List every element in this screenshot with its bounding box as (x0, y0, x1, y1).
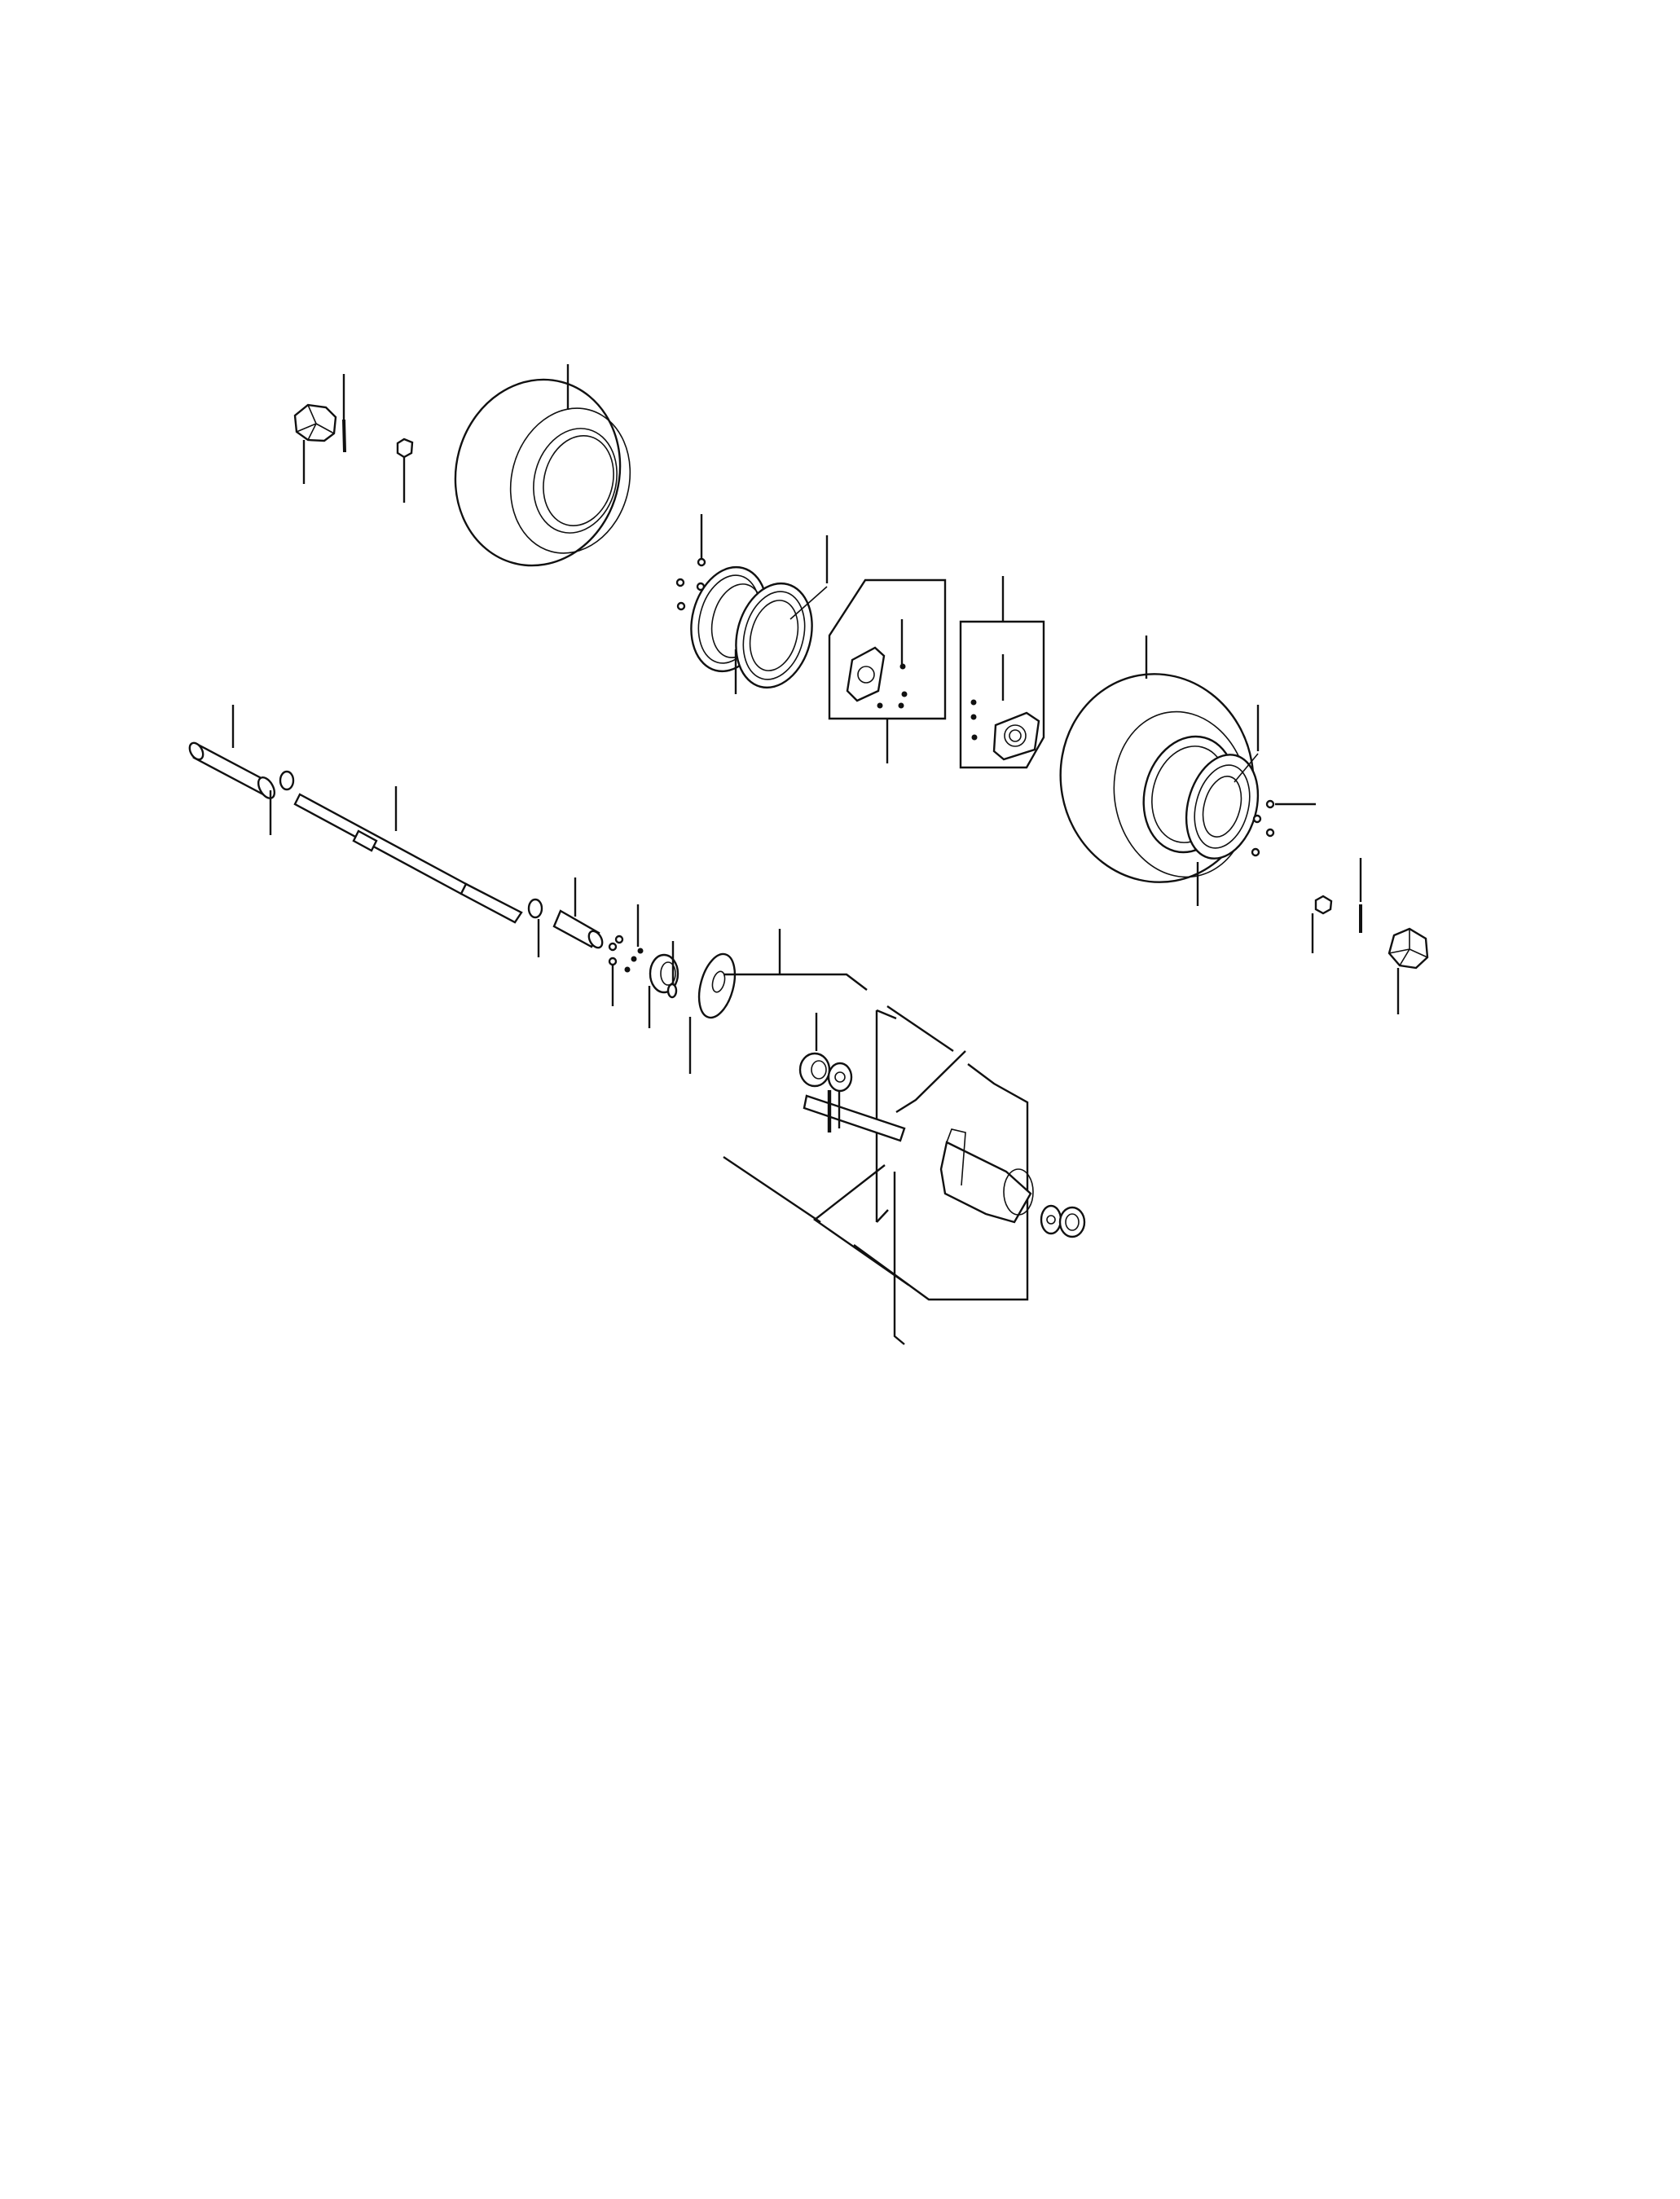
lug-nut-right-icon (1314, 895, 1333, 915)
bearing-left-icon (827, 1062, 853, 1093)
housing-kit-box (723, 973, 1029, 1301)
wheel-rim-left-icon (690, 565, 813, 689)
valve-stem-icon (789, 586, 828, 620)
cotter-pin-icon (342, 419, 346, 453)
sprocket-hub-icon (649, 953, 679, 994)
bearing-right-icon (1040, 1204, 1062, 1235)
axle-nut-icon (293, 403, 337, 442)
washer-icon (279, 770, 295, 791)
wheel-nuts-right-icon (1251, 799, 1275, 857)
wheel-hub-right-icon (970, 699, 1040, 761)
o-ring-icon (666, 983, 678, 999)
axle-collar-icon (188, 741, 276, 799)
axle-collar-right-icon (552, 909, 604, 949)
lug-nut-icon (396, 438, 414, 459)
tire-left-icon (454, 378, 631, 567)
oil-seal-left-icon (798, 1052, 831, 1088)
oil-seal-right-icon (1058, 1206, 1086, 1238)
axle-nut-right-icon (1388, 927, 1429, 970)
sprocket-icon (697, 952, 737, 1019)
spacer-sleeve-icon (803, 1094, 906, 1142)
washer-right-icon (527, 898, 543, 919)
wheel-rim-right-icon (1142, 735, 1260, 860)
hub-kit-box-left (828, 578, 947, 720)
axle-housing-icon (939, 1128, 1034, 1224)
axle-shaft-icon (293, 793, 523, 924)
hub-kit-box-right (959, 620, 1045, 769)
wheel-hub-left-icon (846, 646, 908, 709)
small-bolts-icon (608, 935, 644, 973)
